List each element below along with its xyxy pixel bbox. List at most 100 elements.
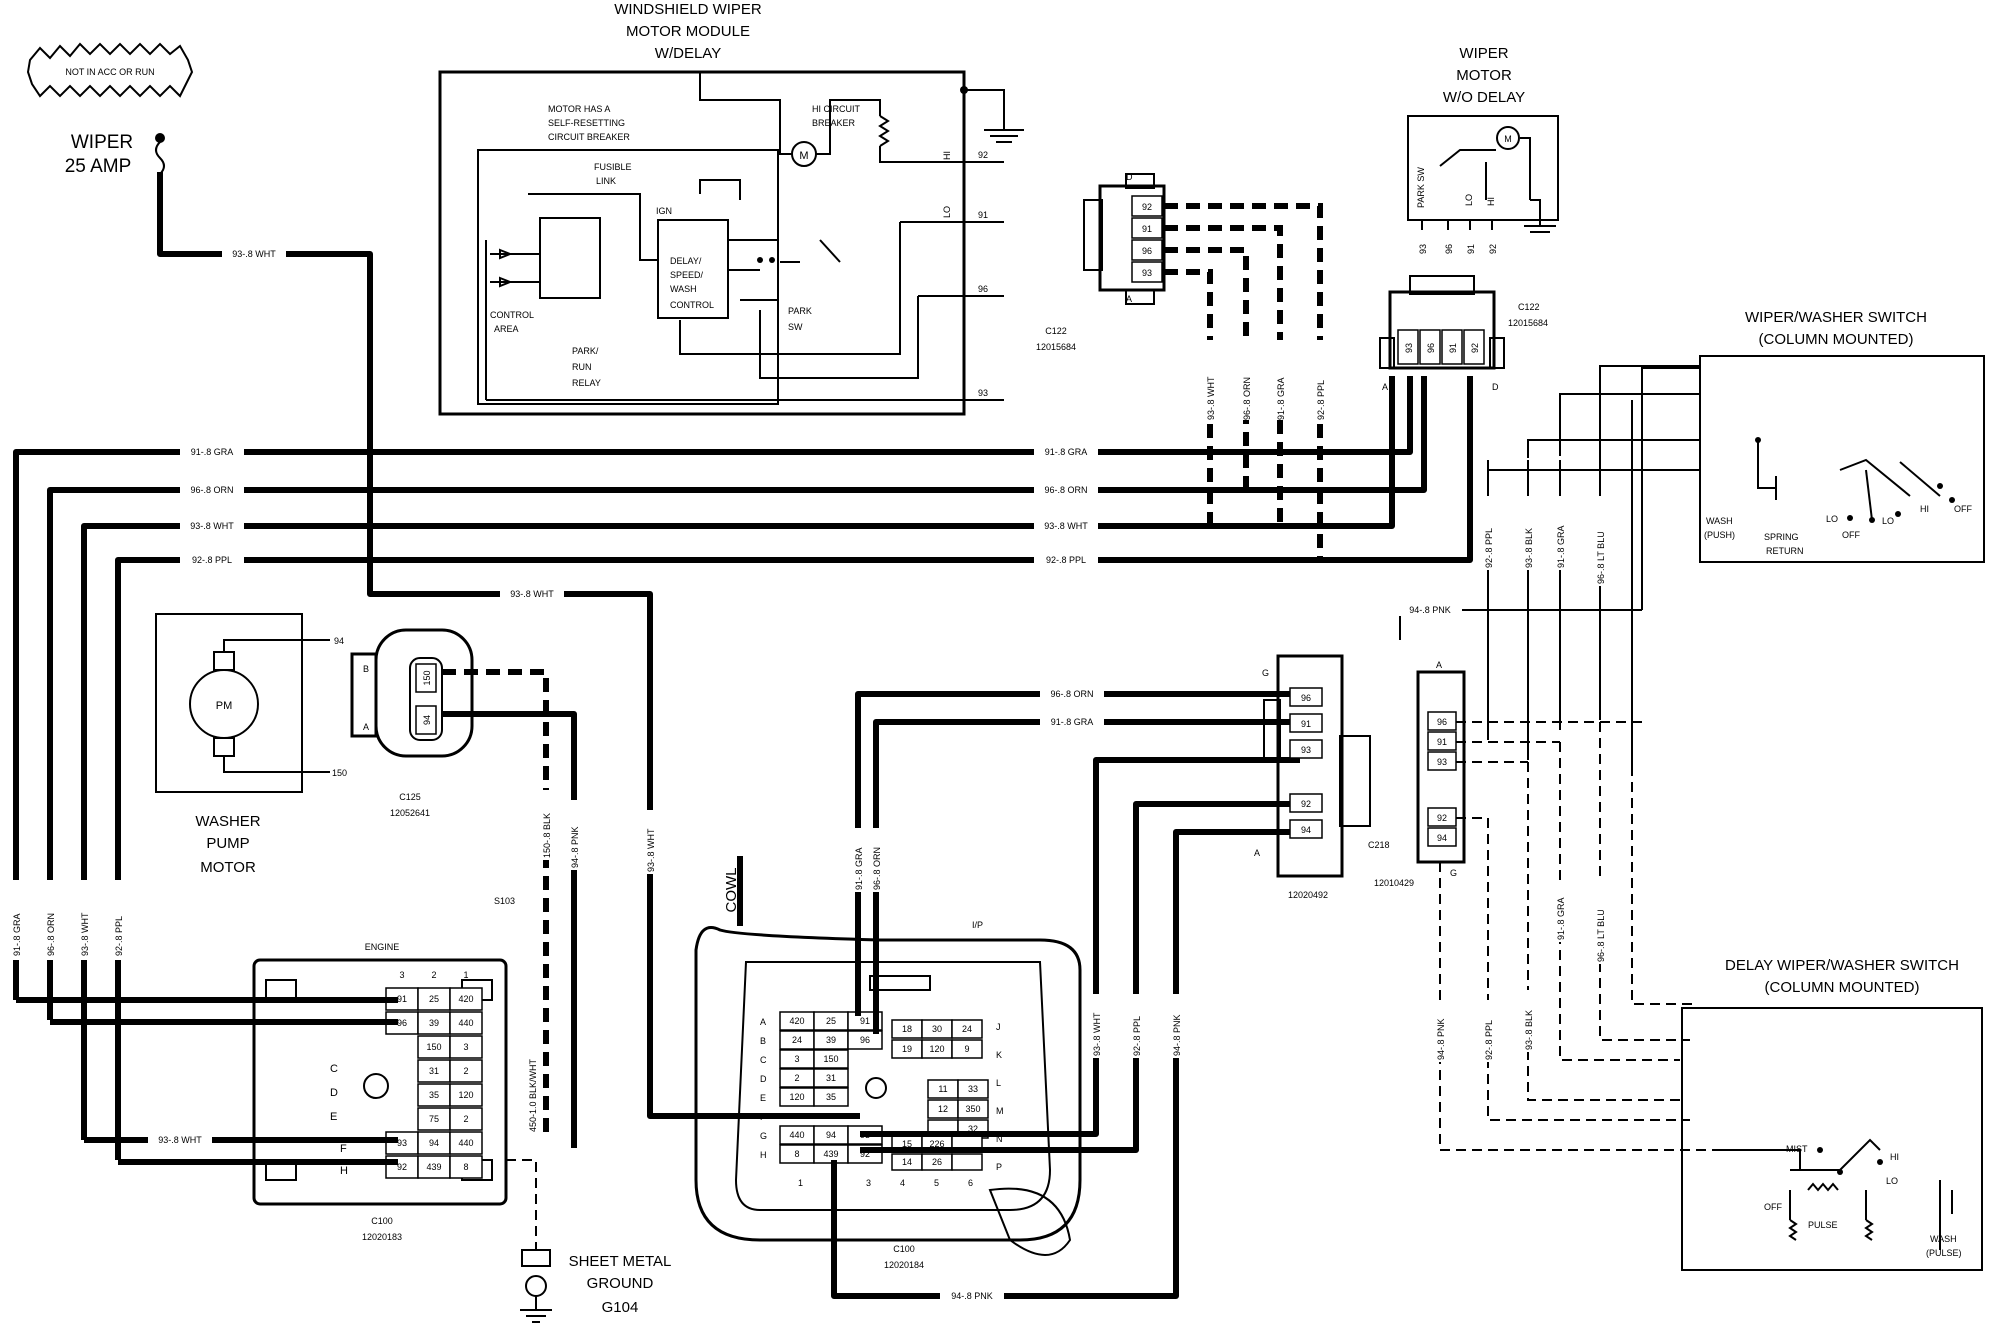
ip-c100-row-letter: D (760, 1074, 767, 1084)
svg-text:WASH: WASH (670, 284, 697, 294)
hi-breaker-2: BREAKER (812, 118, 856, 128)
svg-text:CONTROL: CONTROL (670, 300, 714, 310)
svg-text:450-1.0 BLK/WHT: 450-1.0 BLK/WHT (528, 1058, 538, 1132)
svg-text:92-.8 PPL: 92-.8 PPL (114, 916, 124, 956)
svg-text:93: 93 (1418, 244, 1428, 254)
svg-text:LO: LO (1826, 514, 1838, 524)
wiper-nodelay: WIPER MOTOR W/O DELAY M PARK SW LO HI 93… (1407, 45, 1559, 254)
svg-text:WASHER: WASHER (195, 813, 260, 830)
svg-text:B: B (363, 664, 369, 674)
fusible-link-1: FUSIBLE (594, 162, 632, 172)
svg-text:93: 93 (1301, 745, 1311, 755)
ip-c100-cell (847, 1030, 883, 1050)
ip-c100-cell-label: 8 (794, 1149, 799, 1159)
svg-text:94-.8 PNK: 94-.8 PNK (951, 1291, 993, 1301)
svg-text:(PUSH): (PUSH) (1704, 530, 1735, 540)
ip-c100-col-letter: L (996, 1078, 1001, 1088)
svg-text:WIPER/WASHER SWITCH: WIPER/WASHER SWITCH (1745, 309, 1927, 326)
module-pin-91: 91 (978, 210, 988, 220)
svg-text:91-.8 GRA: 91-.8 GRA (1556, 897, 1566, 940)
ip-c100-cell-label: 420 (789, 1016, 804, 1026)
ip-c100-cell-label: 120 (789, 1092, 804, 1102)
svg-text:94-.8 PNK: 94-.8 PNK (1409, 605, 1451, 615)
svg-text:MOTOR: MOTOR (200, 859, 256, 876)
c-12020492: 96 91 93 92 94 G A 12020492 (1254, 654, 1371, 900)
module-pin-hi: HI (942, 151, 952, 160)
svg-text:94: 94 (422, 715, 432, 725)
svg-text:92-.8 PPL: 92-.8 PPL (1484, 528, 1494, 568)
badge-text: NOT IN ACC OR RUN (65, 67, 154, 77)
engine-c100-cell-label: 120 (458, 1090, 473, 1100)
svg-text:1: 1 (463, 970, 468, 980)
svg-text:94: 94 (1301, 825, 1311, 835)
engine-c100-cell-label: 91 (397, 994, 407, 1004)
wiper-module-title-1: WINDSHIELD WIPER (614, 1, 762, 18)
svg-text:91: 91 (1466, 244, 1476, 254)
ip-c100-cell-label: 91 (860, 1016, 870, 1026)
ip-c100-row-letter: E (760, 1093, 766, 1103)
svg-text:93-.8 WHT: 93-.8 WHT (190, 521, 234, 531)
ip-c100-cell-label: 11 (938, 1084, 947, 1094)
ip-c100-cell-label: 24 (792, 1035, 802, 1045)
svg-text:(COLUMN MOUNTED): (COLUMN MOUNTED) (1765, 979, 1920, 996)
ip-c100-cell-label: 2 (794, 1073, 799, 1083)
engine-c100-cell-label: 2 (463, 1066, 468, 1076)
svg-text:96-.8 ORN: 96-.8 ORN (1050, 689, 1093, 699)
engine-c100-cell-label: 92 (397, 1162, 407, 1172)
svg-text:93: 93 (1404, 343, 1414, 353)
c122-left-connector: 92 91 96 93 D A C122 12015684 (1036, 172, 1166, 352)
ip-c100-name: C100 (893, 1244, 915, 1254)
engine-c100-cell-label: 96 (397, 1018, 407, 1028)
ip-c100-cell-label: 92 (860, 1149, 870, 1159)
engine-c100-name: C100 (371, 1216, 393, 1226)
not-in-acc-badge (26, 42, 194, 98)
ip-c100-cell-label: 19 (902, 1044, 912, 1054)
ip-c100-cell-label: 25 (826, 1016, 836, 1026)
svg-text:96-.8 ORN: 96-.8 ORN (872, 847, 882, 890)
svg-text:A: A (1436, 660, 1442, 670)
motor-note-3: CIRCUIT BREAKER (548, 132, 630, 142)
module-pin-93: 93 (978, 388, 988, 398)
ip-c100-cell-label: 150 (823, 1054, 838, 1064)
ip-c100-row-letter: C (760, 1055, 767, 1065)
engine-c100-cell-label: 420 (458, 994, 473, 1004)
svg-text:HI: HI (1920, 504, 1929, 514)
c122-right-name: C122 (1518, 302, 1540, 312)
svg-text:OFF: OFF (1764, 1202, 1782, 1212)
c125-name: C125 (399, 792, 421, 802)
svg-text:RUN: RUN (572, 362, 592, 372)
svg-text:92: 92 (1470, 343, 1480, 353)
svg-text:RETURN: RETURN (1766, 546, 1804, 556)
ip-c100-cell-label: 439 (823, 1149, 838, 1159)
svg-text:LO: LO (1886, 1176, 1898, 1186)
svg-text:SHEET METAL: SHEET METAL (569, 1253, 672, 1270)
engine-c100-cell (449, 1107, 483, 1131)
svg-text:91: 91 (1142, 224, 1152, 234)
svg-text:96-.8 ORN: 96-.8 ORN (190, 485, 233, 495)
svg-text:SPRING: SPRING (1764, 532, 1799, 542)
module-pin-96: 96 (978, 284, 988, 294)
svg-text:OFF: OFF (1954, 504, 1972, 514)
svg-text:MOTOR: MOTOR (1456, 67, 1512, 84)
svg-text:93-.8 BLK: 93-.8 BLK (1524, 1010, 1534, 1050)
cowl-label: COWL (723, 868, 740, 913)
svg-text:G104: G104 (602, 1299, 639, 1316)
ip-c100-cell-label: 26 (932, 1157, 942, 1167)
ip-c100-bottom-number: 5 (934, 1178, 939, 1188)
washer-switch: WIPER/WASHER SWITCH (COLUMN MOUNTED) WAS… (1699, 309, 1985, 563)
c122-right-part: 12015684 (1508, 318, 1548, 328)
delay-switch: DELAY WIPER/WASHER SWITCH (COLUMN MOUNTE… (1681, 957, 1983, 1271)
svg-text:(PULSE): (PULSE) (1926, 1248, 1962, 1258)
svg-text:OFF: OFF (1842, 530, 1860, 540)
c122-right-connector: 93 96 91 92 A D C122 12015684 (1379, 275, 1548, 392)
svg-text:PARK: PARK (788, 306, 812, 316)
svg-text:93-.8 WHT: 93-.8 WHT (1206, 376, 1216, 420)
engine-c100-cell-label: 439 (426, 1162, 441, 1172)
wire-label-fuse: 93-.8 WHT (232, 249, 276, 259)
svg-text:A: A (1254, 848, 1260, 858)
wiper-module: WINDSHIELD WIPER MOTOR MODULE W/DELAY MO… (438, 1, 1024, 416)
engine-c100-cell-label: 94 (429, 1138, 439, 1148)
ip-c100-cell (813, 1049, 849, 1069)
svg-text:HI: HI (1486, 197, 1496, 206)
